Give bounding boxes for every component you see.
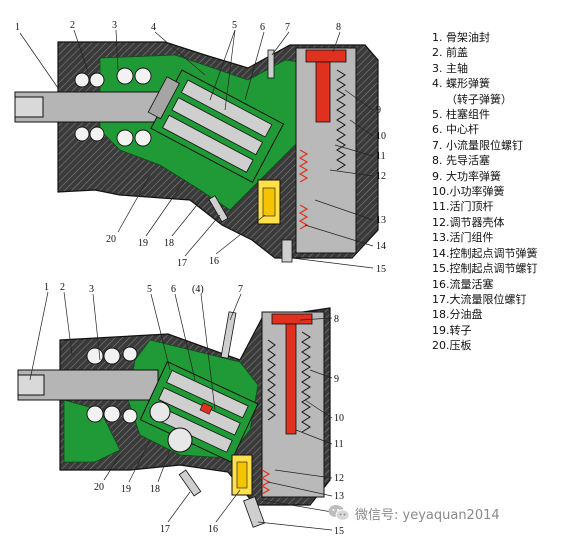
legend-item: （转子弹簧）: [446, 92, 512, 106]
top-callout: 9: [376, 105, 381, 116]
legend-item: 17.大流量限位螺钉: [432, 292, 527, 306]
bottom-bearings: [86, 346, 138, 424]
top-red-plunger: [315, 61, 331, 123]
top-callout: 16: [209, 256, 219, 267]
legend-item: 2.前盖: [432, 46, 468, 60]
top-bearings: [74, 67, 152, 147]
legend-item: 13.活门组件: [432, 231, 494, 245]
bottom-callout: (4): [192, 284, 204, 295]
top-limit-screw-small: [267, 49, 275, 79]
bottom-flow-piston-core: [236, 461, 248, 489]
bottom-callout: 17: [160, 524, 170, 535]
top-callout: 5: [232, 20, 237, 31]
bottom-callout: 16: [208, 524, 218, 535]
top-callout: 19: [138, 238, 148, 249]
bottom-callout: 18: [150, 484, 160, 495]
top-callout: 12: [376, 171, 386, 182]
legend-item: 14.控制起点调节弹簧: [432, 246, 538, 260]
bottom-callout: 11: [334, 439, 344, 450]
top-callout: 20: [106, 234, 116, 245]
top-limit-screw-large: [208, 195, 229, 223]
top-callout: 1: [15, 22, 20, 33]
top-pilot-piston: [305, 49, 347, 63]
bottom-callout: 5: [147, 284, 152, 295]
top-shaft-end: [14, 96, 44, 118]
top-callout-numbers: 1 2 3 4 5 6 7 8 9 10 11 12 13 14 15 16 1…: [15, 20, 386, 275]
bottom-callout: 3: [89, 284, 94, 295]
bottom-callout: 13: [334, 491, 344, 502]
bottom-rotor-end: [167, 427, 193, 453]
top-callout: 4: [151, 22, 156, 33]
bottom-callout: 12: [334, 473, 344, 484]
legend-item: 5.柱塞组件: [432, 108, 490, 122]
bottom-pump-section: 1 2 3 5 6 (4) 7 8 9 10 11 12 13 14 15 16…: [17, 282, 344, 537]
legend-item: 9.大功率弹簧: [432, 169, 501, 183]
top-callout: 14: [376, 241, 386, 252]
legend-item: 6.中心杆: [432, 123, 479, 137]
top-callout: 13: [376, 215, 386, 226]
legend-item: 10.小功率弹簧: [432, 185, 505, 199]
bottom-spring-large: [267, 331, 311, 433]
top-spring-large: [336, 69, 346, 171]
bottom-rotor-end: [149, 401, 171, 423]
top-callout: 15: [376, 264, 386, 275]
top-rotor-group: [147, 69, 285, 183]
legend-item: 19.转子: [432, 323, 472, 337]
parts-legend: 1.骨架油封 2.前盖 3.主轴 4.蝶形弹簧 （转子弹簧） 5.柱塞组件 6.…: [432, 30, 572, 354]
bottom-limit-screw-small: [220, 311, 237, 359]
bottom-callout: 15: [334, 526, 344, 537]
top-callout: 7: [285, 22, 290, 33]
wechat-icon: [328, 504, 350, 522]
bottom-rotor-group: [139, 361, 259, 463]
legend-item: 15.控制起点调节螺钉: [432, 262, 538, 276]
legend-item: 20.压板: [432, 339, 472, 353]
legend-item: 16.流量活塞: [432, 277, 494, 291]
bottom-pilot-piston: [271, 313, 313, 325]
bottom-limit-screw-large: [178, 469, 202, 497]
legend-item: 11.活门顶杆: [432, 200, 494, 214]
bottom-red-plunger: [285, 323, 297, 435]
bottom-callout: 7: [238, 284, 243, 295]
bottom-leader-lines: [29, 291, 333, 531]
bottom-adjust-screw: [243, 496, 265, 528]
bottom-callout: 19: [121, 484, 131, 495]
top-callout: 10: [376, 131, 386, 142]
legend-item: 18.分油盘: [432, 308, 483, 322]
bottom-callout: 8: [334, 314, 339, 325]
top-adjust-screw: [281, 239, 293, 263]
legend-item: 1.骨架油封: [432, 31, 490, 44]
legend-item: 3.主轴: [432, 61, 468, 75]
legend-item: 4.蝶形弹簧: [432, 77, 490, 91]
top-flow-piston-core: [262, 187, 276, 217]
top-callout: 3: [112, 20, 117, 31]
bottom-callout: 9: [334, 374, 339, 385]
bottom-shaft-end: [17, 374, 45, 396]
top-callout: 2: [70, 20, 75, 31]
top-callout: 17: [177, 258, 187, 269]
legend-item: 8.先导活塞: [432, 154, 490, 168]
top-callout: 8: [336, 22, 341, 33]
top-callout: 11: [376, 151, 386, 162]
legend-item: 7.小流量限位螺钉: [432, 138, 523, 152]
top-callout: 6: [260, 22, 265, 33]
watermark: 微信号: yeyaquan2014: [328, 501, 500, 525]
top-leader-lines: [19, 29, 374, 269]
bottom-callout: 20: [94, 482, 104, 493]
legend-item: 12.调节器壳体: [432, 215, 505, 229]
top-pump-section: 1 2 3 4 5 6 7 8 9 10 11 12 13 14 15 16 1…: [14, 20, 386, 275]
bottom-callout: 10: [334, 413, 344, 424]
bottom-callout-numbers: 1 2 3 5 6 (4) 7 8 9 10 11 12 13 14 15 16…: [44, 282, 344, 537]
bottom-callout: 2: [60, 282, 65, 293]
bottom-callout: 6: [171, 284, 176, 295]
top-callout: 18: [164, 238, 174, 249]
bottom-callout: 1: [44, 282, 49, 293]
watermark-text: 微信号: yeyaquan2014: [355, 507, 500, 523]
top-spring-small: [298, 149, 309, 230]
